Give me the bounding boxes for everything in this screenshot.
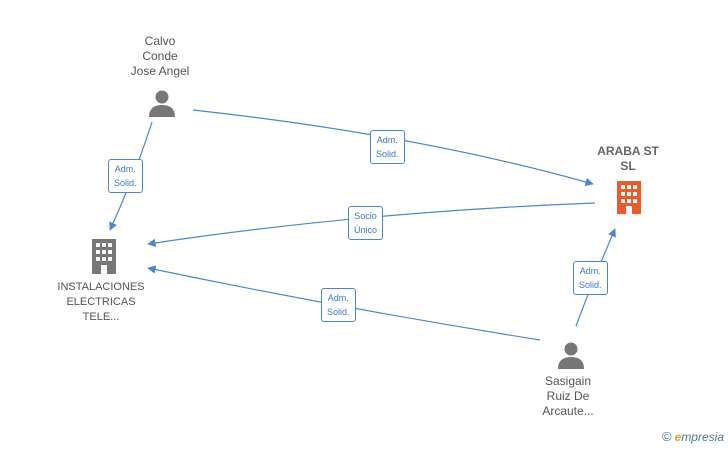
empresia-logo: ©empresia: [662, 429, 724, 444]
person-sasigain-label-line-1: Sasigain: [544, 374, 592, 388]
person-calvo-label-line-1: Calvo: [144, 34, 176, 48]
person-calvo-label-line-2: Conde: [142, 49, 178, 63]
edge-label-line-2: Solid.: [376, 149, 399, 159]
edge-calvo-to-araba[interactable]: [192, 109, 594, 186]
company-instalaciones-label[interactable]: INSTALACIONES ELECTRICAS TELE...: [41, 280, 161, 325]
edge-label-sasigain-instalaciones[interactable]: Adm. Solid.: [321, 288, 356, 322]
person-sasigain-label-line-2: Ruiz De: [546, 389, 590, 403]
edge-label-line-2: Solid.: [579, 280, 602, 290]
edge-label-line-2: Único: [354, 225, 378, 235]
edge-label-line-1: Adm.: [327, 293, 349, 303]
person-calvo-label[interactable]: Calvo Conde Jose Angel: [110, 34, 210, 79]
building-icon[interactable]: [88, 238, 120, 274]
brand-name: mpresia: [681, 430, 724, 444]
company-araba-label-line-1: ARABA ST: [597, 144, 659, 158]
edge-label-line-1: Socio: [354, 211, 377, 221]
company-araba-label[interactable]: ARABA ST SL: [578, 144, 678, 174]
company-instalaciones-label-line-2: ELECTRICAS: [66, 296, 136, 308]
edge-label-araba-instalaciones[interactable]: Socio Único: [348, 206, 384, 240]
building-icon[interactable]: [613, 180, 645, 214]
edge-label-line-2: Solid.: [327, 307, 350, 317]
person-sasigain-label-line-3: Arcaute...: [542, 404, 594, 418]
edge-label-line-1: Adm.: [579, 266, 601, 276]
edge-label-calvo-araba[interactable]: Adm. Solid.: [370, 130, 405, 164]
person-sasigain-label[interactable]: Sasigain Ruiz De Arcaute...: [518, 374, 618, 419]
edge-label-line-2: Solid.: [114, 178, 137, 188]
brand-initial: e: [674, 430, 682, 444]
edge-label-line-1: Adm.: [376, 135, 398, 145]
company-instalaciones-label-line-3: TELE...: [82, 311, 120, 323]
company-instalaciones-label-line-1: INSTALACIONES: [57, 281, 145, 293]
edge-label-sasigain-araba[interactable]: Adm. Solid.: [573, 261, 608, 295]
person-icon[interactable]: [147, 88, 177, 118]
person-icon[interactable]: [556, 340, 586, 370]
copyright-symbol: ©: [662, 429, 672, 444]
company-araba-label-line-2: SL: [620, 159, 636, 173]
person-calvo-label-line-3: Jose Angel: [130, 64, 190, 78]
edge-label-line-1: Adm.: [114, 164, 136, 174]
edge-label-calvo-instalaciones[interactable]: Adm. Solid.: [108, 159, 143, 193]
